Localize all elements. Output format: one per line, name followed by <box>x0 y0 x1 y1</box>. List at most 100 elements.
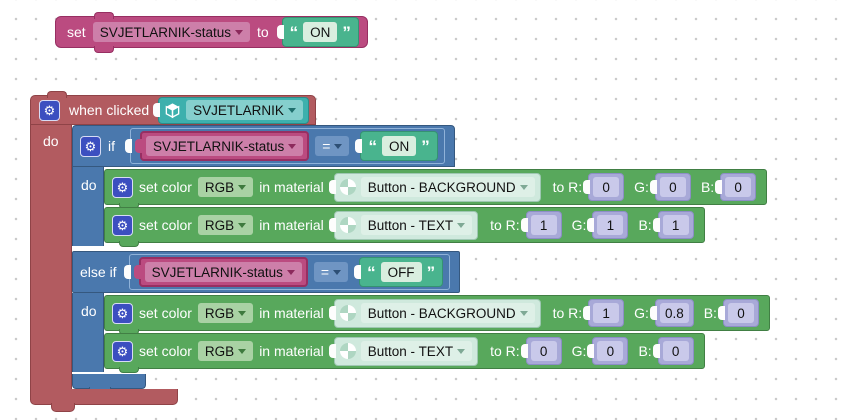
gear-icon[interactable]: ⚙ <box>39 99 60 121</box>
when-clicked-block[interactable]: ⚙ when clicked SVJETLARNIK do <box>30 91 770 412</box>
variable-dropdown[interactable]: SVJETLARNIK-status <box>146 136 304 156</box>
set-color-label: set color <box>139 343 192 359</box>
close-quote-icon: ” <box>421 136 430 156</box>
open-quote-icon: “ <box>367 262 376 282</box>
color-mode-dropdown[interactable]: RGB <box>197 177 254 197</box>
gear-icon[interactable]: ⚙ <box>112 176 133 198</box>
gear-icon[interactable]: ⚙ <box>112 302 133 324</box>
color-mode-dropdown[interactable]: RGB <box>197 341 254 361</box>
number-block-b[interactable]: 1 <box>657 211 694 239</box>
set-color-label: set color <box>139 305 192 321</box>
number-input[interactable]: 1 <box>530 215 557 235</box>
material-sphere-icon <box>339 343 356 359</box>
set-color-block[interactable]: ⚙ set color RGB in material Button - BAC… <box>104 169 768 209</box>
number-block-b[interactable]: 0 <box>657 337 694 365</box>
g-label: G: <box>634 179 649 195</box>
comparison-block[interactable]: SVJETLARNIK-status = “ ON ” <box>130 128 445 164</box>
material-dropdown[interactable]: Button - BACKGROUND <box>360 177 535 197</box>
variable-block[interactable]: SVJETLARNIK-status <box>138 257 308 287</box>
operator-dropdown[interactable]: = <box>315 136 350 156</box>
chevron-down-icon <box>334 143 343 149</box>
to-r-label: to R: <box>552 179 583 195</box>
gear-icon[interactable]: ⚙ <box>80 135 101 157</box>
chevron-down-icon <box>234 29 243 35</box>
string-input[interactable]: ON <box>381 136 417 156</box>
to-r-label: to R: <box>490 343 520 359</box>
number-block-g[interactable]: 0 <box>592 337 629 365</box>
material-block[interactable]: Button - TEXT <box>333 210 479 240</box>
number-input[interactable]: 0 <box>593 177 620 197</box>
close-quote-icon: ” <box>426 262 436 282</box>
variable-block[interactable]: SVJETLARNIK-status <box>140 131 310 161</box>
object-block[interactable]: SVJETLARNIK <box>158 96 309 124</box>
number-input[interactable]: 0.8 <box>659 303 689 323</box>
color-mode-dropdown[interactable]: RGB <box>197 303 254 323</box>
material-name: Button - TEXT <box>367 217 454 233</box>
variable-name: SVJETLARNIK-status <box>151 264 283 280</box>
set-color-block[interactable]: ⚙ set color RGB in material Button - TEX… <box>104 207 705 247</box>
material-block[interactable]: Button - BACKGROUND <box>333 172 541 202</box>
variable-dropdown[interactable]: SVJETLARNIK-status <box>144 262 302 282</box>
material-dropdown[interactable]: Button - BACKGROUND <box>360 303 535 323</box>
number-input[interactable]: 0 <box>530 341 557 361</box>
number-block-r[interactable]: 0 <box>525 337 562 365</box>
if-else-block[interactable]: ⚙ if SVJETLARNIK-status = <box>72 125 770 395</box>
number-block-g[interactable]: 1 <box>592 211 629 239</box>
string-value-block[interactable]: “ OFF ” <box>359 257 444 287</box>
string-value-block[interactable]: “ ON ” <box>281 17 359 47</box>
do-label: do <box>81 303 97 319</box>
material-block[interactable]: Button - TEXT <box>333 336 479 366</box>
set-color-block[interactable]: ⚙ set color RGB in material Button - BAC… <box>104 295 770 335</box>
chevron-down-icon <box>238 348 247 354</box>
set-variable-block[interactable]: set SVJETLARNIK-status to “ ON ” <box>55 12 368 53</box>
material-dropdown[interactable]: Button - TEXT <box>360 341 473 361</box>
g-label: G: <box>634 305 649 321</box>
number-block-r[interactable]: 1 <box>588 299 625 327</box>
color-mode-dropdown[interactable]: RGB <box>197 215 254 235</box>
else-if-header[interactable]: else if SVJETLARNIK-status = <box>72 251 461 293</box>
to-r-label: to R: <box>552 305 583 321</box>
number-block-g[interactable]: 0.8 <box>654 299 694 327</box>
color-mode-value: RGB <box>204 305 235 321</box>
string-input[interactable]: OFF <box>380 262 422 282</box>
number-input[interactable]: 1 <box>662 215 689 235</box>
chevron-down-icon <box>288 143 297 149</box>
comparison-block[interactable]: SVJETLARNIK-status = “ OFF ” <box>128 254 451 290</box>
else-if-label: else if <box>80 264 117 280</box>
object-dropdown[interactable]: SVJETLARNIK <box>186 100 303 120</box>
number-input[interactable]: 0 <box>727 303 754 323</box>
g-label: G: <box>571 343 587 359</box>
when-clicked-label: when clicked <box>69 102 150 118</box>
number-block-b[interactable]: 0 <box>720 173 757 201</box>
number-block-g[interactable]: 0 <box>654 173 691 201</box>
set-color-label: set color <box>139 217 192 233</box>
set-variable-body[interactable]: set SVJETLARNIK-status to “ ON ” <box>55 12 368 53</box>
if-header[interactable]: ⚙ if SVJETLARNIK-status = <box>72 125 455 167</box>
number-input[interactable]: 1 <box>593 303 620 323</box>
number-block-b[interactable]: 0 <box>722 299 759 327</box>
set-color-block[interactable]: ⚙ set color RGB in material Button - TEX… <box>104 333 705 373</box>
number-input[interactable]: 0 <box>662 341 689 361</box>
number-input[interactable]: 0 <box>659 177 686 197</box>
string-value-block[interactable]: “ ON ” <box>360 131 438 161</box>
number-input[interactable]: 1 <box>597 215 624 235</box>
operator-dropdown[interactable]: = <box>313 262 349 282</box>
number-input[interactable]: 0 <box>725 177 752 197</box>
when-clicked-footer <box>30 389 178 412</box>
variable-dropdown[interactable]: SVJETLARNIK-status <box>92 22 250 42</box>
b-label: B: <box>638 343 652 359</box>
material-dropdown[interactable]: Button - TEXT <box>360 215 473 235</box>
string-input[interactable]: ON <box>303 22 338 42</box>
gear-icon[interactable]: ⚙ <box>112 214 133 236</box>
material-name: Button - TEXT <box>367 343 454 359</box>
if-block-footer <box>72 374 146 395</box>
g-label: G: <box>571 217 587 233</box>
material-sphere-icon <box>339 179 356 195</box>
gear-icon[interactable]: ⚙ <box>112 340 133 362</box>
number-input[interactable]: 0 <box>597 341 624 361</box>
number-block-r[interactable]: 0 <box>588 173 625 201</box>
when-clicked-header[interactable]: ⚙ when clicked SVJETLARNIK <box>30 91 316 125</box>
number-block-r[interactable]: 1 <box>525 211 562 239</box>
material-block[interactable]: Button - BACKGROUND <box>333 298 541 328</box>
